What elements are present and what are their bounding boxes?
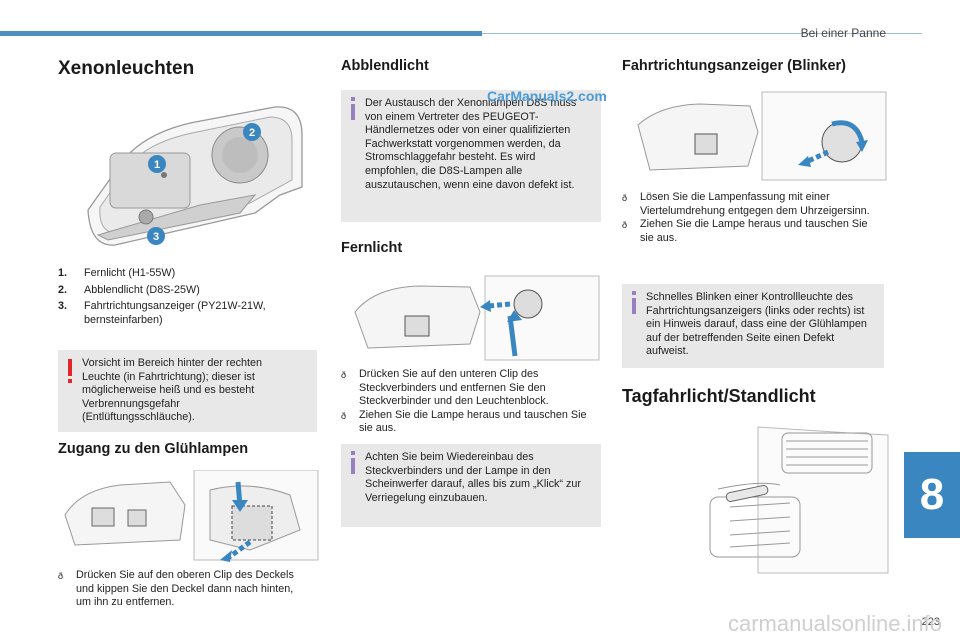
high-beam-info-text: Achten Sie beim Wiedereinbau des Steckve… [365,451,582,504]
info-box-indicator: Schnelles Blinken einer Kontrollleuchte … [622,284,884,368]
info-box-low-beam: Der Austausch der Xenonlampen D8S muss v… [341,90,601,222]
step-bullet-icon: ð [58,571,64,581]
watermark-top: CarManuals2.com [487,88,607,104]
bulb-list: 1.Fernlicht (H1-55W) 2.Abblendlicht (D8S… [58,267,313,330]
low-beam-heading: Abblendlicht [341,58,429,74]
low-beam-info-text: Der Austausch der Xenonlampen D8S muss v… [365,97,577,191]
watermark-bottom: carmanualsonline.info [728,611,943,636]
step-bullet-icon: ð [622,193,628,203]
page-title: Xenonleuchten [58,58,195,79]
info-icon [351,451,355,455]
callout-2: 2 [249,127,255,139]
warning-text: Vorsicht im Bereich hinter der rechten L… [82,357,263,424]
step-bullet-icon: ð [341,410,347,421]
header-rule [482,33,922,34]
step-bullet-icon: ð [622,220,628,231]
step-bullet-icon: ð [341,370,347,380]
access-heading: Zugang zu den Glühlampen [58,441,249,457]
indicator-heading: Fahrtrichtungsanzeiger (Blinker) [622,58,846,74]
info-icon [632,291,636,295]
header-accent-bar [0,31,482,36]
indicator-info-text: Schnelles Blinken einer Kontrollleuchte … [646,291,867,358]
info-icon [351,97,355,101]
high-beam-heading: Fernlicht [341,240,403,256]
indicator-diagram [637,91,887,181]
page-number: 223 [921,616,940,628]
list-item: 1.Fernlicht (H1-55W) [58,267,176,279]
cover-removal-diagram [64,470,319,562]
warning-box: Vorsicht im Bereich hinter der rechten L… [58,350,317,432]
daytime-light-diagram [709,426,889,574]
high-beam-diagram [354,275,600,361]
headlamp-diagram: 1 2 3 [87,106,303,246]
exclamation-icon [68,359,72,376]
chapter-tab: 8 [904,452,960,538]
list-item: 2.Abblendlicht (D8S-25W) [58,283,200,296]
info-box-high-beam: Achten Sie beim Wiedereinbau des Steckve… [341,444,601,527]
callout-3: 3 [153,231,159,243]
drl-heading: Tagfahrlicht/Standlicht [622,386,816,406]
callout-1: 1 [154,159,160,171]
section-title: Bei einer Panne [800,26,886,40]
list-item: 3.Fahrtrichtungsanzeiger (PY21W-21W, ber… [58,300,266,326]
